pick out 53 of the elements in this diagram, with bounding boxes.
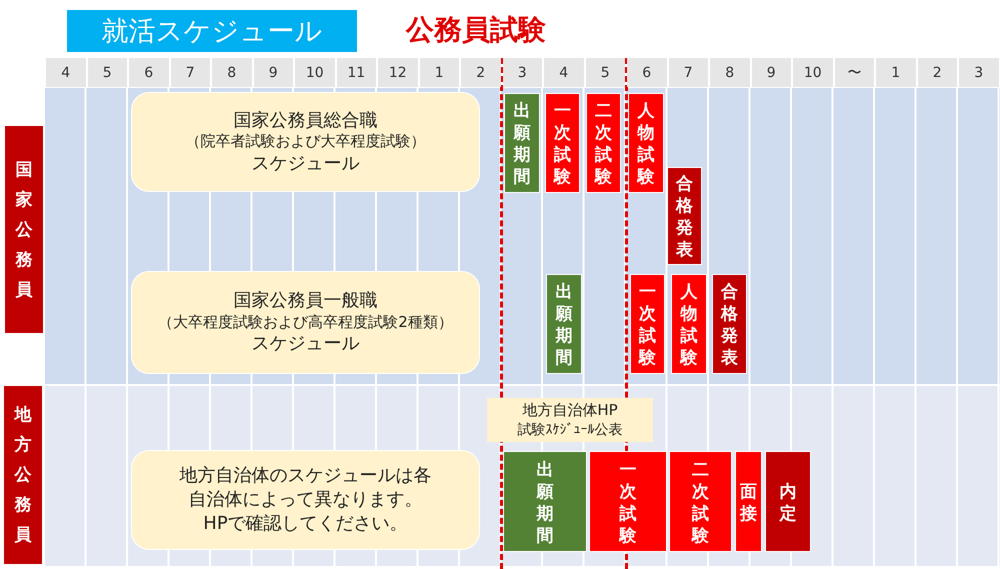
- note-card: [487, 398, 653, 442]
- month-header: 5: [586, 58, 625, 87]
- category-band: 国家公務員: [5, 126, 43, 333]
- month-header: 3: [959, 58, 998, 87]
- card-subtitle: （大卒程度試験および高卒程度試験2種類）: [158, 312, 453, 332]
- info-card: 地方自治体のスケジュールは各自治体によって異なります。HPで確認してください。: [131, 450, 480, 550]
- month-header: 10: [295, 58, 334, 87]
- page-title: 公務員試験: [406, 12, 546, 48]
- card-title: 国家公務員一般職: [234, 289, 378, 313]
- phase-bar: 合格発表: [712, 274, 747, 374]
- month-header: 7: [668, 58, 708, 87]
- month-header: 1: [876, 58, 916, 87]
- phase-bar: 二次試験: [669, 451, 732, 552]
- phase-bar: 出願期間: [504, 93, 540, 193]
- month-header: 1: [420, 58, 459, 87]
- month-header: 5: [88, 58, 127, 87]
- month-header: 〜: [834, 58, 874, 87]
- card-text: スケジュール: [252, 152, 360, 176]
- month-header: 4: [46, 58, 86, 87]
- phase-bar: 面接: [735, 451, 762, 552]
- phase-bar: 内定: [765, 451, 811, 552]
- month-header: 3: [502, 58, 542, 87]
- month-header: 7: [170, 58, 210, 87]
- card-text: スケジュール: [252, 332, 360, 356]
- phase-bar: 人物試験: [671, 274, 707, 374]
- phase-bar: 二次試験: [586, 93, 621, 193]
- month-header: 9: [254, 58, 293, 87]
- month-header: 10: [793, 58, 832, 87]
- month-header: 8: [710, 58, 750, 87]
- month-header: 6: [129, 58, 168, 87]
- category-band: 地方公務員: [4, 386, 42, 564]
- month-header: 2: [918, 58, 957, 87]
- month-header: 6: [627, 58, 666, 87]
- month-header: 2: [461, 58, 500, 87]
- month-header: 11: [336, 58, 376, 87]
- month-header: 9: [752, 58, 791, 87]
- phase-bar: 出願期間: [546, 274, 582, 374]
- month-header: 8: [212, 58, 252, 87]
- phase-bar: 人物試験: [628, 93, 664, 193]
- month-header: 4: [544, 58, 584, 87]
- phase-bar: 出願期間: [503, 451, 587, 552]
- info-card: [131, 92, 480, 192]
- heading-banner: 就活スケジュール: [67, 10, 357, 52]
- month-header: 12: [378, 58, 418, 87]
- phase-bar: 合格発表: [667, 167, 702, 265]
- card-subtitle: （院卒者試験および大卒程度試験）: [186, 132, 426, 152]
- phase-bar: 一次試験: [545, 93, 580, 193]
- info-card: [131, 271, 480, 374]
- phase-bar: 一次試験: [589, 451, 667, 552]
- note-heading: 地方自治体HP: [522, 401, 618, 421]
- card-title: 国家公務員総合職: [234, 108, 378, 132]
- phase-bar: 一次試験: [630, 274, 665, 374]
- note-text: 試験ｽｹｼﾞｭｰﾙ公表: [518, 420, 622, 439]
